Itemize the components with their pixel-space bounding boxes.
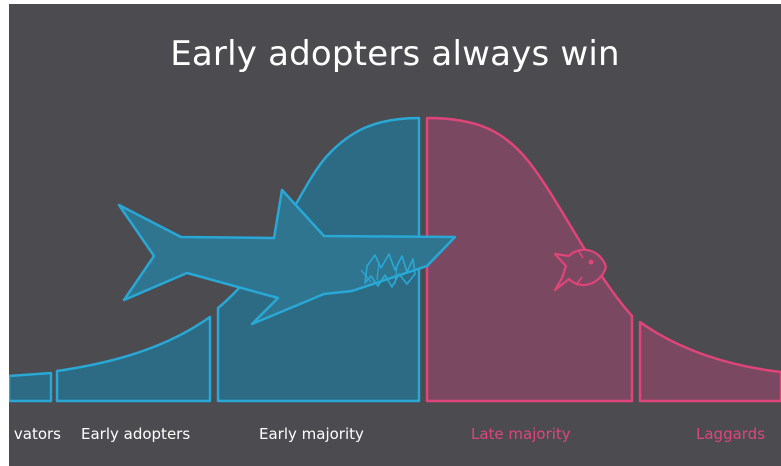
diagram-frame: Early adopters always win vators Early a… (9, 4, 781, 466)
label-late-majority: Late majority (471, 425, 571, 443)
segment-innovators (9, 371, 53, 403)
label-early-adopters: Early adopters (81, 425, 191, 443)
label-early-majority: Early majority (259, 425, 364, 443)
adoption-curve-diagram (9, 116, 781, 403)
segment-laggards (638, 320, 781, 403)
segment-late-majority (425, 116, 634, 403)
segment-early-adopters (55, 315, 212, 403)
shark-icon (117, 188, 457, 326)
label-laggards: Laggards (696, 425, 766, 443)
label-innovators: vators (13, 425, 61, 443)
diagram-title: Early adopters always win (170, 34, 620, 74)
fish-icon (553, 248, 608, 292)
